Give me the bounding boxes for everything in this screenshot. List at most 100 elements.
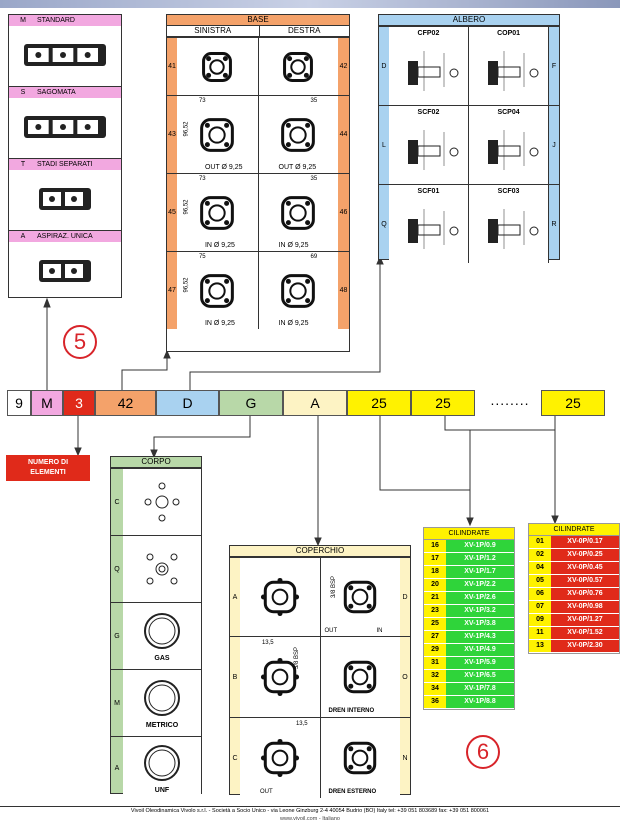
albero-cell-label: COP01 bbox=[497, 30, 521, 37]
base-dim-side: 96,52 bbox=[183, 121, 190, 137]
corpo-letter: G bbox=[114, 632, 120, 640]
base-dim-top: 73 bbox=[198, 176, 206, 182]
flange-icon bbox=[200, 273, 235, 308]
cilindrate-number: 11 bbox=[536, 629, 544, 636]
port-thread-icon bbox=[144, 744, 180, 781]
cover-icon bbox=[344, 660, 377, 694]
albero-right-letter: F bbox=[551, 62, 557, 70]
flange-icon bbox=[281, 273, 316, 308]
numero-line2: ELEMENTI bbox=[30, 469, 66, 476]
footer-line1: Vivoil Oleodinamica Vivolo s.r.l. - Soci… bbox=[130, 808, 490, 814]
cilindrate-value: XV-1P/1.7 bbox=[446, 566, 514, 578]
albero-cell-label: SCF01 bbox=[417, 188, 440, 195]
cilindrate-number: 23 bbox=[431, 607, 439, 614]
code-segment: 25 bbox=[347, 390, 411, 416]
port-thread-icon bbox=[144, 612, 180, 649]
albero-cell-label: SCF02 bbox=[417, 109, 440, 116]
cilindrate-number: 16 bbox=[431, 542, 439, 549]
module-label: ASPIRAZ. UNICA bbox=[37, 233, 93, 240]
module-drawing bbox=[9, 242, 121, 300]
module-code: A bbox=[20, 233, 26, 240]
cilindrate-value: XV-0P/0.17 bbox=[551, 536, 619, 548]
corpo-cell: GAS bbox=[123, 603, 201, 669]
footer-line2: www.vivoil.com - Italiano bbox=[280, 816, 340, 822]
cover-bsp: 3/8 BSP bbox=[330, 575, 337, 599]
base-title: BASE bbox=[167, 15, 349, 26]
module-drawing bbox=[9, 170, 121, 228]
corpo-letter: Q bbox=[114, 565, 120, 573]
base-left-number: 45 bbox=[167, 174, 177, 251]
footer: Vivoil Oleodinamica Vivolo s.r.l. - Soci… bbox=[0, 806, 620, 825]
coperchio-cell-right: DREN ESTERNO bbox=[320, 718, 401, 798]
base-dim-side: 96,52 bbox=[183, 199, 190, 215]
cilindrate-value: XV-0P/0.57 bbox=[551, 575, 619, 587]
cilindrate-value: XV-0P/1.52 bbox=[551, 627, 619, 639]
coperchio-right-letter: D bbox=[402, 593, 408, 601]
cilindrate-row: 23 XV-1P/3.2 bbox=[424, 605, 514, 618]
shaft-drawing bbox=[407, 51, 459, 91]
cilindrate-2-title: CILINDRATE bbox=[529, 524, 619, 536]
cilindrate-value: XV-0P/0.98 bbox=[551, 601, 619, 613]
coperchio-right-letter: N bbox=[402, 754, 408, 762]
coperchio-right-letter: O bbox=[402, 673, 408, 681]
code-segment: A bbox=[283, 390, 347, 416]
cilindrate-value: XV-0P/2.30 bbox=[551, 640, 619, 652]
coperchio-left-letter: B bbox=[232, 673, 238, 681]
module-code: S bbox=[20, 89, 26, 96]
cilindrate-number: 36 bbox=[431, 698, 439, 705]
cilindrate-value: XV-0P/1.27 bbox=[551, 614, 619, 626]
cover-dim: 13,5 bbox=[261, 640, 274, 646]
albero-cell-label: SCF03 bbox=[497, 188, 520, 195]
cilindrate-number: 29 bbox=[431, 646, 439, 653]
cilindrate-value: XV-1P/3.2 bbox=[446, 605, 514, 617]
cover-icon bbox=[344, 580, 377, 614]
module-code: M bbox=[20, 17, 26, 24]
base-right-number: 48 bbox=[338, 252, 349, 329]
flange-icon bbox=[281, 117, 316, 152]
corpo-cell bbox=[123, 469, 201, 535]
albero-left-letter: Q bbox=[381, 220, 387, 228]
coperchio-cell-right: DREN INTERNO bbox=[320, 637, 401, 717]
cover-icon bbox=[260, 657, 299, 697]
base-dim-top: 73 bbox=[198, 98, 206, 104]
code-segment: G bbox=[219, 390, 283, 416]
cilindrate-number: 13 bbox=[536, 642, 544, 649]
flange-icon bbox=[200, 117, 235, 152]
dren-esterno-label: DREN ESTERNO bbox=[328, 789, 377, 795]
corpo-caption: GAS bbox=[154, 654, 170, 662]
albero-cell: SCF01 bbox=[388, 185, 469, 263]
cilindrate-number: 32 bbox=[431, 672, 439, 679]
cilindrate-value: XV-1P/2.2 bbox=[446, 579, 514, 591]
hole-pattern-icon bbox=[146, 553, 178, 585]
base-dim-top: 35 bbox=[310, 176, 318, 182]
cilindrate-value: XV-0P/0.25 bbox=[551, 549, 619, 561]
albero-cell-label: CFP02 bbox=[417, 30, 440, 37]
code-segment: 25 bbox=[411, 390, 475, 416]
base-right-number: 44 bbox=[338, 96, 349, 173]
coperchio-left-letter: A bbox=[232, 593, 238, 601]
cover-port-in: IN bbox=[376, 628, 383, 634]
marker-six: 6 bbox=[466, 735, 500, 769]
shaft-drawing bbox=[488, 209, 539, 249]
cilindrate-value: XV-1P/1.2 bbox=[446, 553, 514, 565]
cilindrate-value: XV-1P/4.9 bbox=[446, 644, 514, 656]
base-col-left: SINISTRA bbox=[167, 26, 260, 37]
